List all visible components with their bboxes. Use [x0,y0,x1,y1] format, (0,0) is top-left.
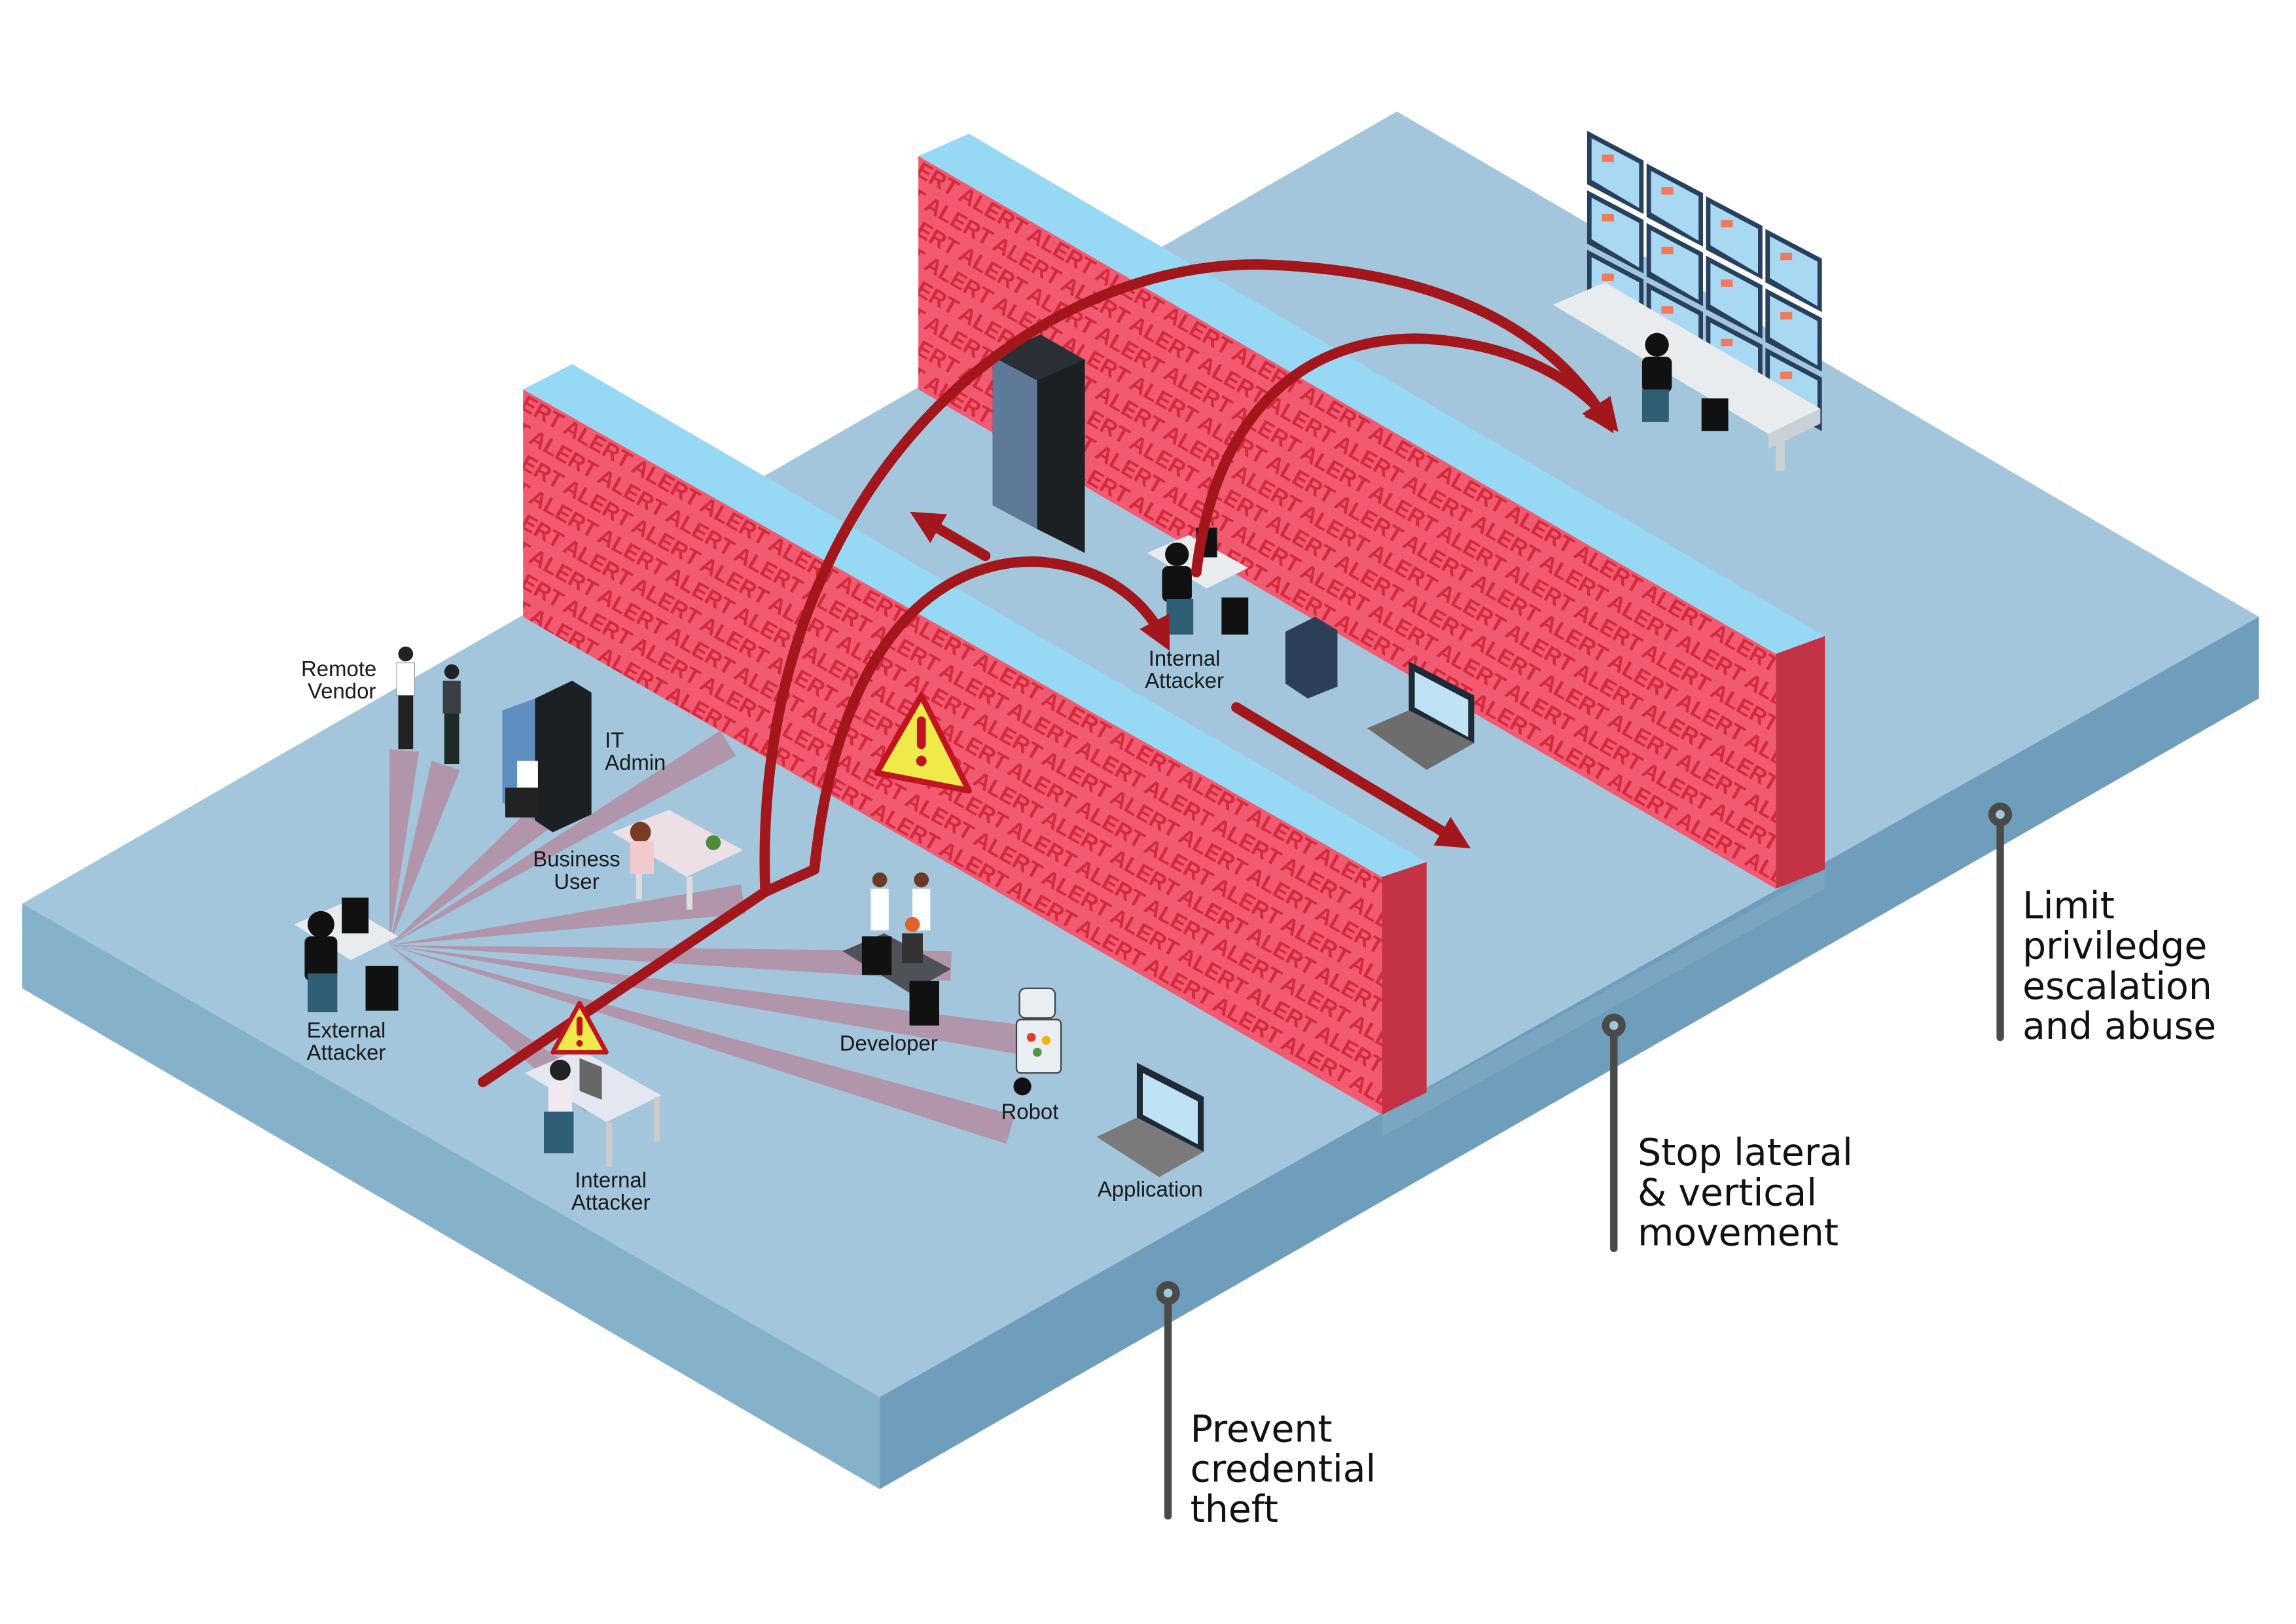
server-rack-icon [992,334,1085,553]
external-attacker-figure [294,897,399,1013]
alert-text: ALERT [783,54,860,113]
attack-paths [477,259,1619,1087]
alert-text: ALERT [457,565,534,623]
alert-text: ALERT [852,153,929,211]
alert-text: ALERT [852,212,929,271]
alert-text: ALERT [422,338,499,396]
attack-ray [389,749,420,946]
wall-face [918,156,1776,889]
alert-text: ALERT [817,341,894,400]
wall-top [523,364,1427,877]
alert-text: ALERT [457,387,534,445]
warning-icon [874,693,972,794]
monitor-alert-marker [1602,154,1614,162]
attack-path-inner-arc [760,556,1170,897]
internal-attacker-front-figure [524,1049,662,1167]
remote-vendor-figure [396,646,461,765]
monitor-alert-marker [1780,252,1793,261]
monitor-alert-marker [1721,279,1733,287]
alert-text: ALERT [852,331,929,389]
alert-text: ALERT [388,288,465,346]
attack-ray [389,761,460,946]
attack-ray [389,945,1015,1144]
alert-text: ALERT [817,162,894,221]
business-user-figure [612,810,744,910]
monitor-alert-marker [1661,246,1674,255]
platform-left-side [22,903,880,1490]
monitor-alert-marker [1661,187,1674,195]
monitor-alert-marker [1780,312,1793,320]
attack-ray [389,799,560,946]
wall-side [1382,861,1427,1115]
alert-text: ALERT [852,272,929,331]
monitor-alert-marker [1721,220,1733,228]
attack-ray [389,730,736,946]
monitor-alert-marker [1602,213,1614,222]
monitor-alert-marker [1661,306,1674,314]
label-application: Application [1098,1177,1203,1201]
laptop-icon [1367,661,1475,770]
monitor-alert-marker [1602,273,1614,281]
application-laptop-icon [1096,1062,1204,1178]
alert-text: ALERT [457,505,534,564]
alert-text: ALERT [422,575,499,634]
warning-icon [550,1001,609,1055]
alert-text: ALERT [817,103,894,162]
monitor-alert-marker [1721,338,1733,347]
alert-text: ALERT [457,446,534,504]
robot-figure [1013,987,1062,1096]
attack-path-main-arc [477,259,1614,1087]
attack-ray [389,884,745,946]
alert-text: ALERT [852,93,929,152]
alert-text: ALERT [817,222,894,281]
wall-side [1776,636,1825,889]
it-admin-figure [502,680,592,833]
attack-path-escalation-arc [1191,333,1619,578]
alert-text: ALERT [422,516,499,574]
alert-text: ALERT [422,397,499,455]
developer-figure [842,872,952,1026]
attack-path-lateral [1231,702,1471,848]
soc-desk-icon [1552,282,1821,471]
monitor-alert-marker [1780,371,1793,379]
alert-text: ALERT [817,281,894,340]
alert-text: ALERT [457,327,534,386]
workstation-tower-icon [1285,617,1338,699]
label-robot: Robot [1001,1100,1059,1124]
attack-path-to-server [910,511,991,562]
attack-ray [389,945,1028,1055]
label-developer: Developer [840,1031,938,1055]
platform-right-side [880,617,2259,1490]
wall-top [918,134,1825,655]
alert-text: ALERT [422,456,499,514]
attack-ray [389,945,952,981]
platform-tier-step [1382,869,1825,1137]
